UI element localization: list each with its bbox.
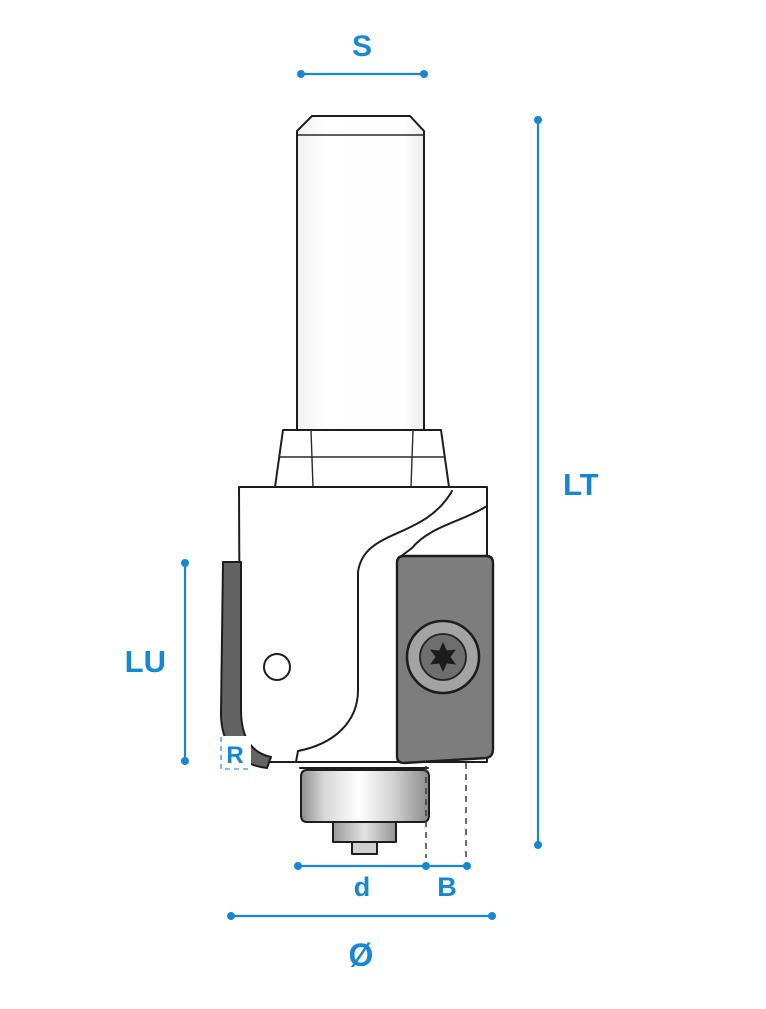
dimension-lt: LT [534, 116, 599, 849]
bearing-hub [332, 821, 397, 843]
insert-plate [395, 554, 495, 765]
label-radius: R [226, 742, 243, 769]
label-shank-diameter: S [352, 30, 372, 63]
label-overall-diameter: Ø [349, 937, 374, 973]
left-insert-edge [220, 561, 272, 769]
bearing-stub [351, 841, 378, 855]
label-total-length: LT [563, 467, 599, 502]
collar [274, 429, 450, 488]
dimension-diameter: Ø [227, 912, 496, 973]
insert-width-guides [425, 763, 467, 858]
dimension-s: S [297, 30, 428, 78]
label-insert-width: B [437, 872, 457, 902]
label-cutting-length: LU [125, 644, 166, 679]
label-bearing-diameter: d [354, 872, 371, 902]
dimension-r: R [219, 736, 251, 770]
dimension-lu: LU [125, 559, 189, 765]
body-hole [263, 653, 291, 681]
dimension-d: d [294, 862, 430, 902]
torx-screw-icon [405, 619, 481, 695]
shank [296, 115, 425, 431]
bearing [299, 767, 430, 855]
dimension-b: B [426, 862, 471, 902]
